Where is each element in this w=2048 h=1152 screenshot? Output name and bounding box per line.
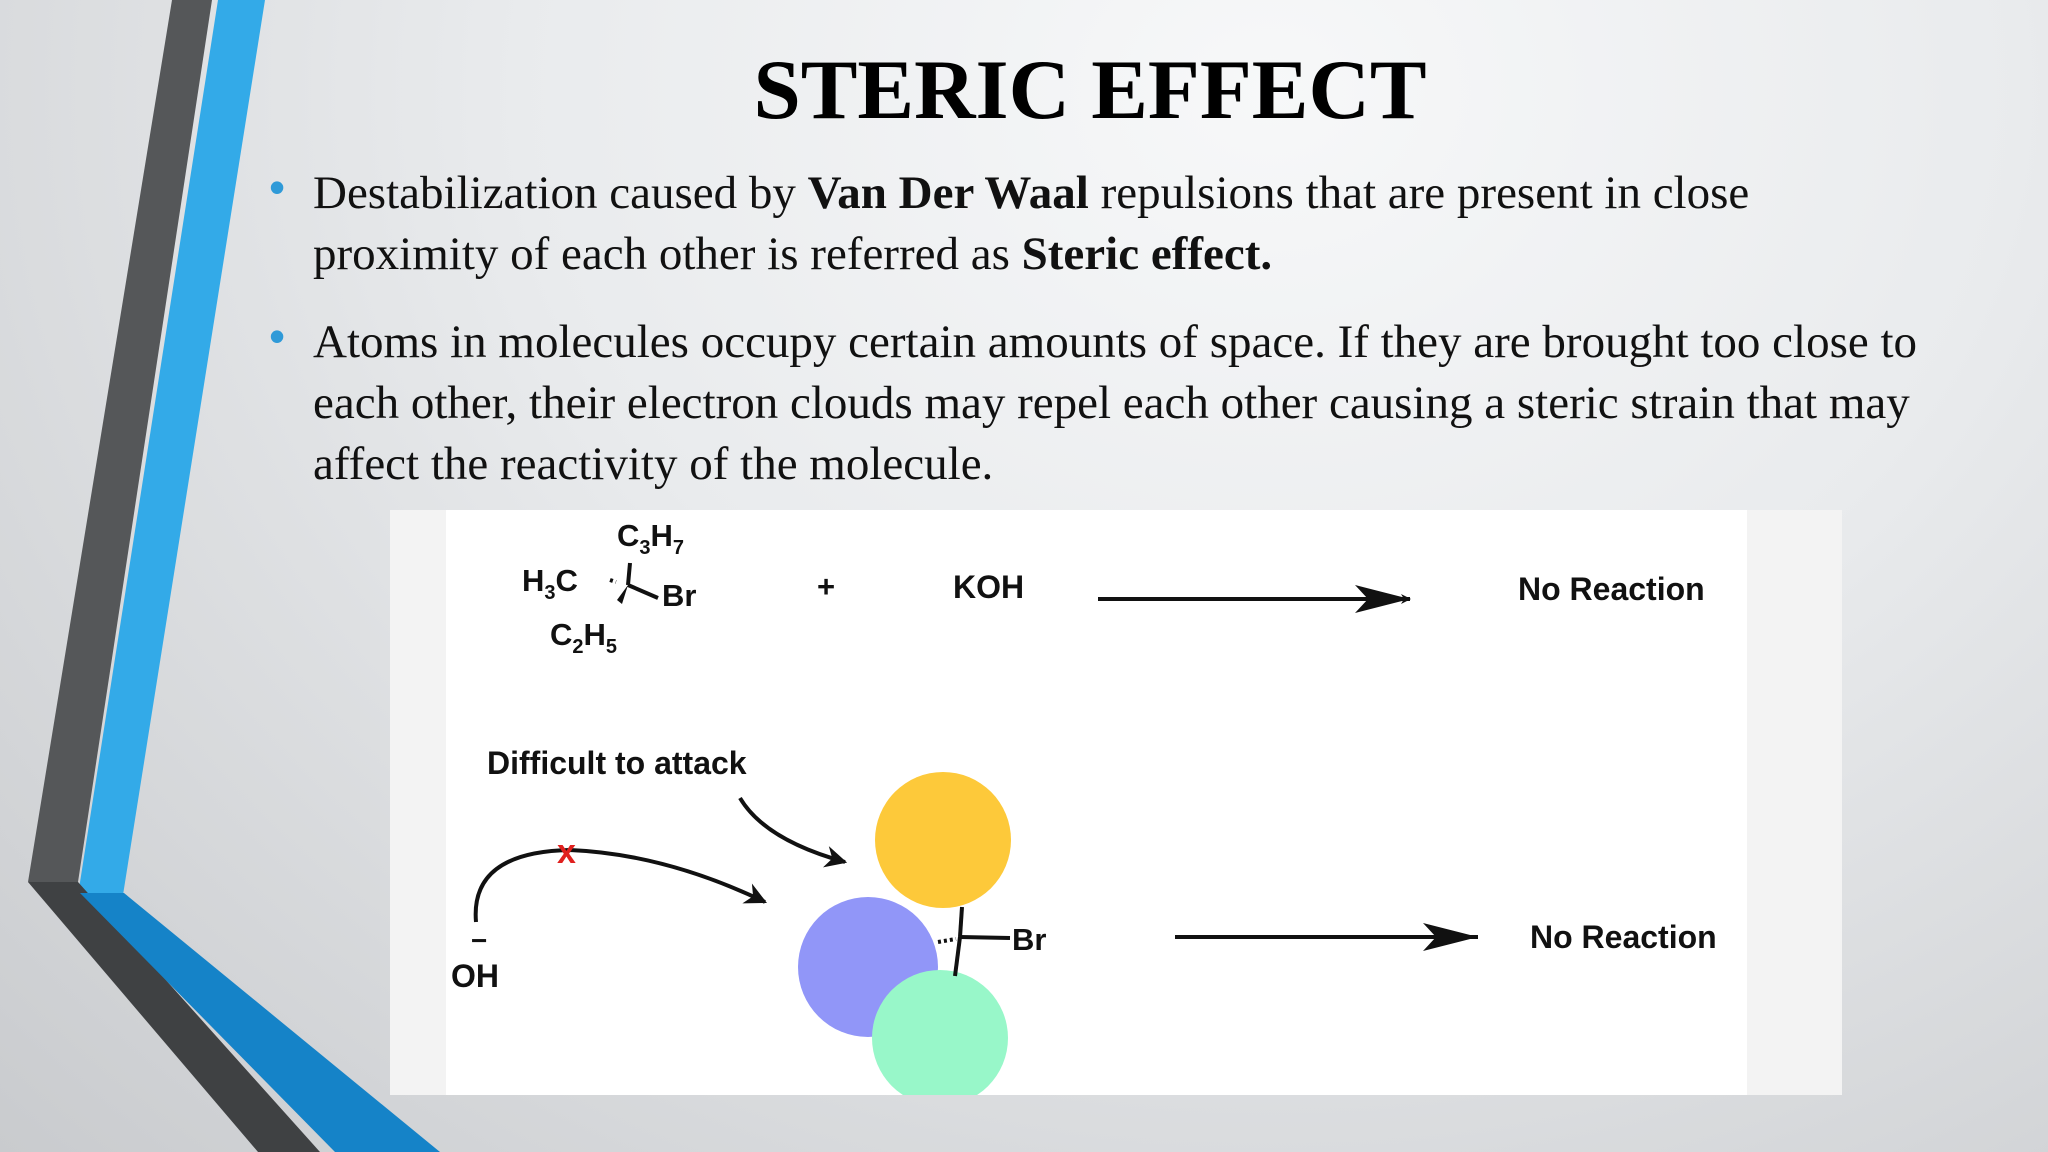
blue-diagonal-bar [78,0,265,895]
bullet-1-bold-term: Van Der Waal [807,167,1089,219]
wedge-bond [617,585,628,604]
reagent-koh: KOH [953,569,1024,605]
atom-sphere-yellow [875,772,1011,908]
blocked-attack-x-mark: x [557,833,576,871]
bullet-dot-icon: • [269,161,286,213]
dark-bottom-bar [28,882,320,1152]
bullet-definition: • Destabilization caused by Van Der Waal… [265,163,1925,285]
reaction-2-result: No Reaction [1530,919,1717,955]
figure-left-margin [390,510,446,1095]
dark-diagonal-bar [28,0,212,882]
carbon-center-bonds-2 [937,906,1011,977]
reaction-1-arrowhead-icon [1355,585,1410,613]
substituent-c3h7: C3H7 [617,518,684,559]
bullet-2-text: Atoms in molecules occupy certain amount… [313,316,1918,490]
attack-path-arrow [473,847,767,923]
leaving-group-br-1: Br [662,578,696,613]
reaction-1-result: No Reaction [1518,571,1705,607]
figure-right-margin [1747,510,1842,1095]
annotation-difficult-to-attack: Difficult to attack [487,745,747,781]
nucleophile-charge: − [471,925,487,956]
bullet-1-bold-term-2: Steric effect. [1021,228,1273,280]
atom-sphere-green [872,970,1008,1095]
bullet-explanation: • Atoms in molecules occupy certain amou… [265,312,1925,495]
bullet-dot-icon: • [269,310,286,362]
reaction-2: Difficult to attack x − OH Br No Reactio… [451,745,1717,1095]
bullet-1-text-middle: repulsions that are present in close pro… [313,167,1750,280]
bullet-1-text-start: Destabilization caused by [313,167,808,219]
reaction-2-arrowhead-icon [1423,923,1478,951]
carbon-center-bonds [609,562,659,600]
bullet-list: • Destabilization caused by Van Der Waal… [265,163,1925,495]
annotation-pointer-arrow [738,796,848,868]
leaving-group-br-2: Br [1012,922,1046,957]
plus-sign: + [817,569,835,604]
slide-title: STERIC EFFECT [753,43,1427,137]
nucleophile-oh: OH [451,958,499,994]
substituent-c2h5: C2H5 [550,617,617,658]
reaction-1: C3H7 H3C C2H5 Br + KOH No Reaction [522,518,1705,658]
steric-reaction-figure: C3H7 H3C C2H5 Br + KOH No Reaction Diffi… [390,510,1842,1095]
blue-bottom-bar [80,893,440,1152]
substituent-h3c: H3C [522,563,578,604]
